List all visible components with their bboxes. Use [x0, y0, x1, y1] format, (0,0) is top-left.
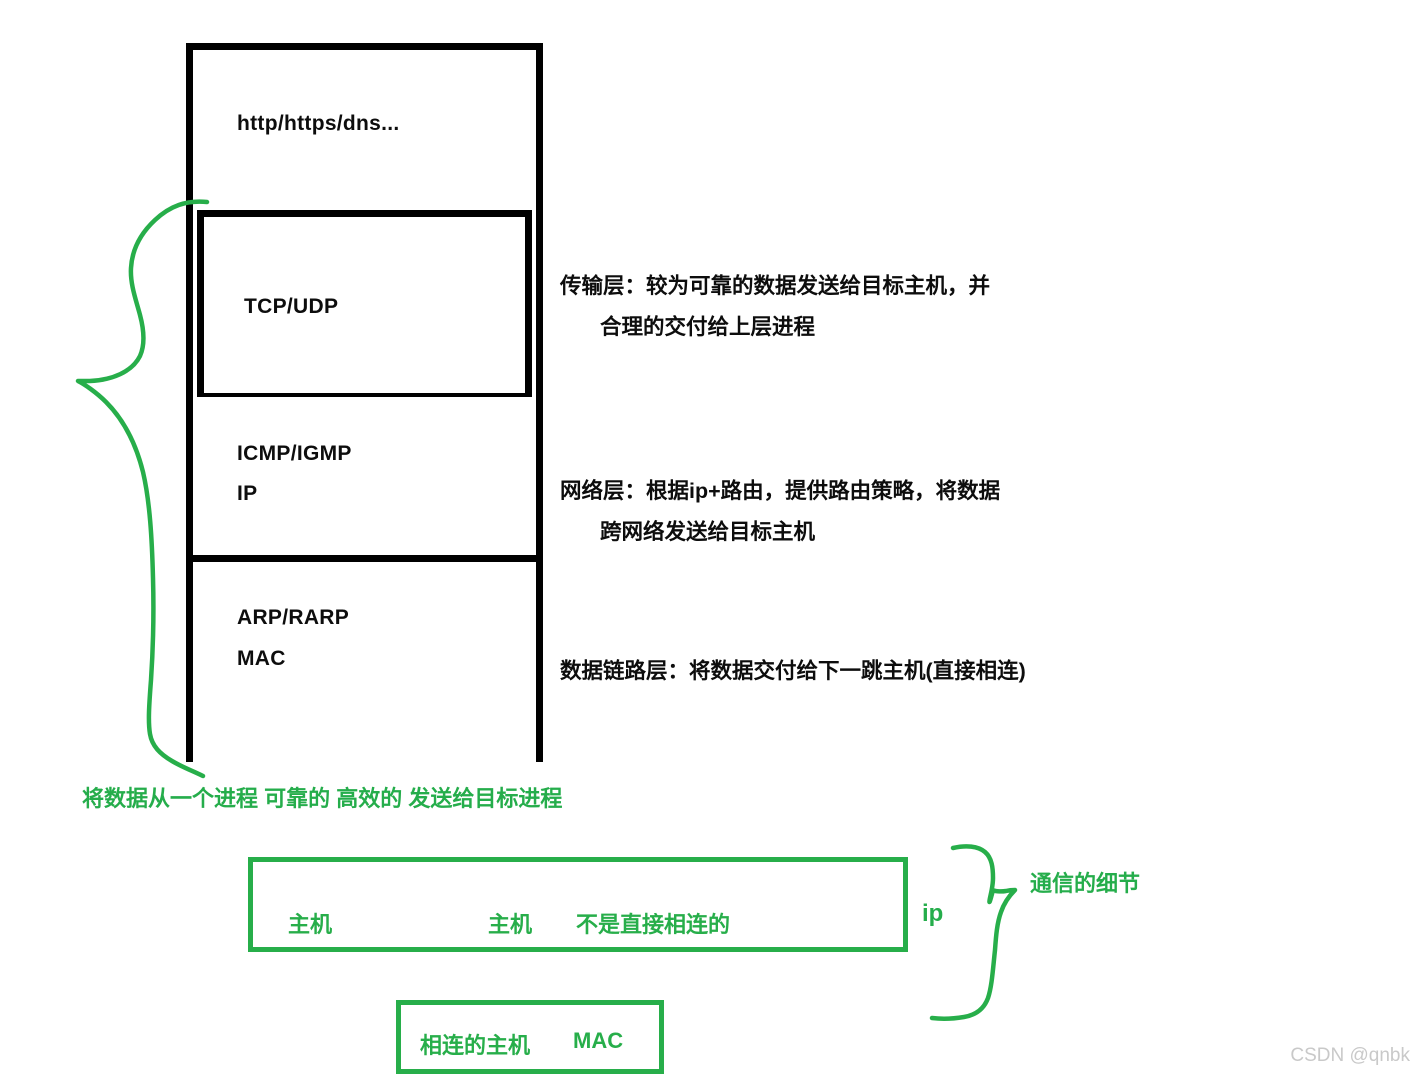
- datalink-layer-label-line2: MAC: [237, 647, 286, 670]
- transport-desc-line2: 合理的交付给上层进程: [600, 315, 816, 339]
- datalink-layer-label-line1: ARP/RARP: [237, 606, 350, 629]
- mac-protocol-label: MAC: [573, 1028, 624, 1053]
- host-left-label: 主机: [288, 912, 333, 937]
- network-layer-label-line2: IP: [237, 482, 258, 505]
- not-directly-connected-label: 不是直接相连的: [576, 912, 731, 937]
- connected-host-mac-box: 相连的主机 MAC: [396, 1000, 664, 1074]
- transport-layer-label: TCP/UDP: [244, 295, 339, 318]
- network-layer-label-line1: ICMP/IGMP: [237, 442, 352, 465]
- transport-desc-line1: 传输层：较为可靠的数据发送给目标主机，并: [560, 274, 991, 298]
- csdn-watermark: CSDN @qnbk: [1290, 1045, 1410, 1066]
- ip-label: ip: [922, 900, 944, 927]
- right-brace-icon: [929, 844, 1018, 1021]
- stack-layer-transport: TCP/UDP: [197, 210, 532, 400]
- transport-layer-description: 传输层：较为可靠的数据发送给目标主机，并 合理的交付给上层进程: [560, 266, 990, 348]
- stack-layer-network: ICMP/IGMP IP: [193, 397, 536, 563]
- stack-layer-datalink: ARP/RARP MAC: [193, 562, 536, 762]
- right-brace-caption: 通信的细节: [1030, 871, 1141, 896]
- datalink-layer-description: 数据链路层：将数据交付给下一跳主机(直接相连): [560, 651, 1026, 692]
- network-desc-line1: 网络层：根据ip+路由，提供路由策略，将数据: [560, 479, 1001, 503]
- network-desc-line2: 跨网络发送给目标主机: [600, 520, 816, 544]
- left-brace-caption: 将数据从一个进程 可靠的 高效的 发送给目标进程: [82, 786, 563, 811]
- link-desc-line1: 数据链路层：将数据交付给下一跳主机(直接相连): [560, 659, 1026, 683]
- host-right-label: 主机: [488, 912, 533, 937]
- protocol-stack-box: http/https/dns... TCP/UDP ICMP/IGMP IP A…: [186, 43, 543, 762]
- application-layer-label: http/https/dns...: [237, 112, 400, 135]
- connected-host-label: 相连的主机: [420, 1033, 531, 1058]
- network-layer-description: 网络层：根据ip+路由，提供路由策略，将数据 跨网络发送给目标主机: [560, 471, 1000, 553]
- hosts-not-directly-connected-box: 主机 主机 不是直接相连的: [248, 857, 908, 952]
- stack-layer-application: http/https/dns...: [193, 50, 536, 217]
